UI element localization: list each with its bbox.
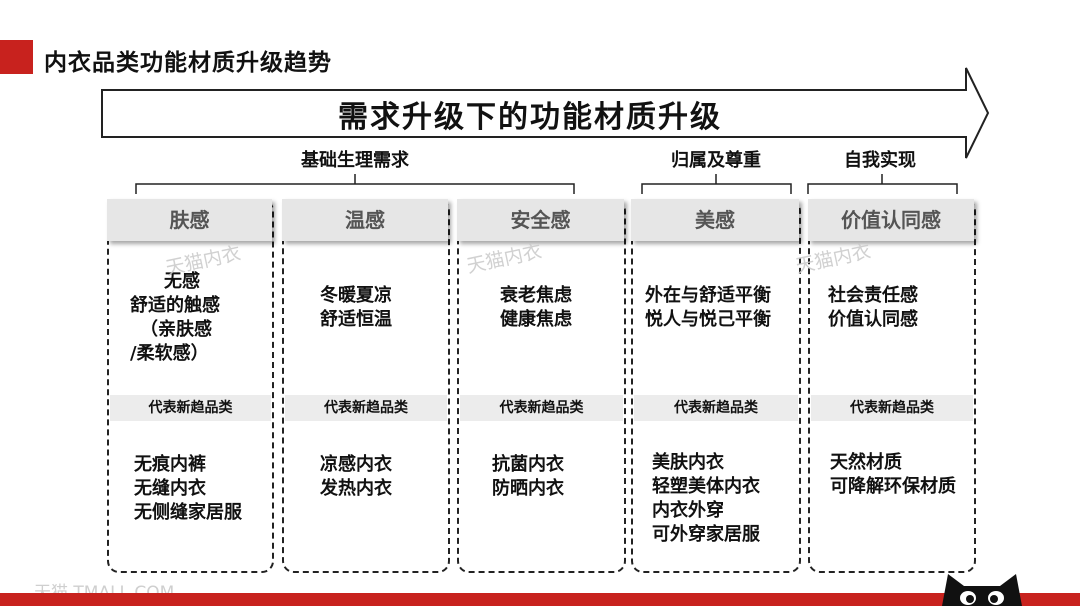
need-item: 冬暖夏凉	[320, 285, 392, 306]
product-item: 抗菌内衣	[492, 454, 564, 475]
product-item: 可降解环保材质	[830, 476, 956, 497]
need-item: 衰老焦虑	[500, 285, 572, 306]
group-label-self-realization: 自我实现	[844, 150, 916, 171]
product-item: 内衣外穿	[652, 500, 724, 521]
product-item: 美肤内衣	[652, 452, 724, 473]
product-item: 无痕内裤	[134, 454, 206, 475]
band-label: 代表新趋品类	[460, 395, 623, 421]
bracket-basic	[135, 174, 575, 194]
needs-value-identity: 社会责任感 价值认同感	[828, 284, 918, 332]
product-item: 天然材质	[830, 452, 902, 473]
need-item: 舒适的触感	[130, 295, 220, 316]
bottom-accent-bar	[0, 593, 1080, 606]
need-item: 社会责任感	[828, 285, 918, 306]
band-label: 代表新趋品类	[110, 395, 271, 421]
tmall-cat-icon	[942, 574, 1022, 606]
group-label-belonging: 归属及尊重	[671, 150, 761, 171]
product-item: 凉感内衣	[320, 454, 392, 475]
group-label-basic: 基础生理需求	[301, 150, 409, 171]
column-header-security: 安全感	[457, 199, 624, 241]
product-item: 无侧缝家居服	[134, 502, 242, 523]
need-item: 健康焦虑	[500, 309, 572, 330]
page-title: 内衣品类功能材质升级趋势	[44, 50, 332, 76]
column-header-beauty: 美感	[631, 199, 799, 241]
need-item: 外在与舒适平衡	[645, 285, 771, 306]
product-item: 轻塑美体内衣	[652, 476, 760, 497]
bracket-self	[807, 174, 958, 194]
product-item: 无缝内衣	[134, 478, 206, 499]
products-beauty: 美肤内衣 轻塑美体内衣 内衣外穿 可外穿家居服	[652, 451, 760, 547]
needs-beauty: 外在与舒适平衡 悦人与悦己平衡	[645, 284, 771, 332]
band-label: 代表新趋品类	[285, 395, 447, 421]
product-item: 发热内衣	[320, 478, 392, 499]
column-header-temperature: 温感	[282, 199, 448, 241]
band-label: 代表新趋品类	[634, 395, 798, 421]
need-item: 价值认同感	[828, 309, 918, 330]
need-item: （亲肤感	[140, 319, 212, 340]
products-skin-feel: 无痕内裤 无缝内衣 无侧缝家居服	[134, 453, 242, 525]
need-item: /柔软感）	[130, 343, 209, 364]
product-item: 可外穿家居服	[652, 524, 760, 545]
products-security: 抗菌内衣 防晒内衣	[492, 453, 564, 501]
need-item: 舒适恒温	[320, 309, 392, 330]
needs-temperature: 冬暖夏凉 舒适恒温	[320, 284, 392, 332]
need-item: 无感	[164, 271, 200, 292]
column-header-value-identity: 价值认同感	[808, 199, 974, 241]
column-header-skin-feel: 肤感	[107, 199, 272, 241]
need-item: 悦人与悦己平衡	[645, 309, 771, 330]
arrow-title: 需求升级下的功能材质升级	[338, 100, 722, 135]
products-temperature: 凉感内衣 发热内衣	[320, 453, 392, 501]
product-item: 防晒内衣	[492, 478, 564, 499]
bracket-belonging	[641, 174, 792, 194]
needs-security: 衰老焦虑 健康焦虑	[500, 284, 572, 332]
title-accent-bar	[0, 40, 33, 74]
column-temperature	[282, 199, 450, 573]
products-value-identity: 天然材质 可降解环保材质	[830, 451, 956, 499]
needs-skin-feel: 无感 舒适的触感 （亲肤感 /柔软感）	[130, 270, 270, 366]
band-label: 代表新趋品类	[811, 395, 973, 421]
